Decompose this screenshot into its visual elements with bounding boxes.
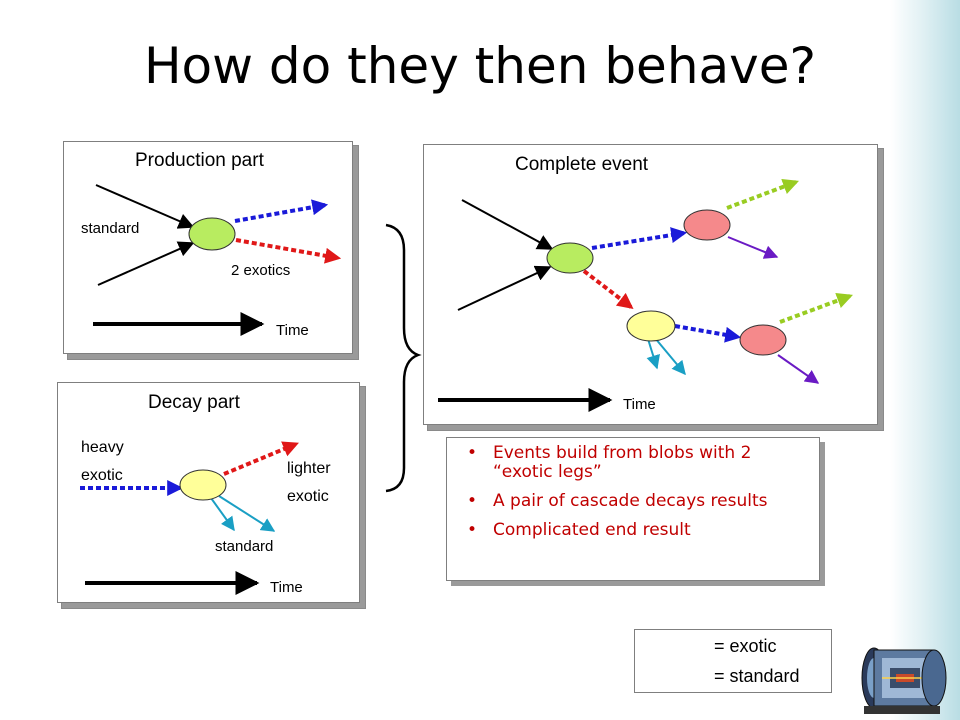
decay-standard-1 [210, 497, 235, 532]
complete-box [423, 144, 878, 425]
detector-icon [861, 647, 947, 714]
legend-standard-label: = standard [714, 666, 800, 686]
decay-time-label: Time [270, 579, 303, 596]
event-standard-purple-1 [727, 236, 779, 259]
production-standard-label: standard [81, 220, 140, 237]
event-exotic-red [582, 269, 634, 309]
bullet-item: A pair of cascade decays results [467, 492, 812, 512]
bullet-list: Events build from blobs with 2 “exotic l… [467, 444, 812, 550]
decay-standard-label: standard [215, 538, 274, 555]
legend-exotic-label: = exotic [714, 636, 777, 656]
event-blob-yellow [626, 310, 676, 342]
prod-blob [188, 217, 236, 251]
event-blob-red-2 [739, 324, 787, 356]
decay-lighter-line1: lighter [287, 460, 331, 477]
decay-standard-2 [218, 495, 276, 532]
side-gradient [890, 0, 960, 720]
event-exotic-green-1 [726, 179, 799, 210]
decay-heavy-line2: exotic [81, 467, 123, 484]
decay-lighter-exotic [223, 441, 299, 476]
decay-heavy-line1: heavy [81, 439, 124, 456]
prod-incoming-bottom [97, 241, 195, 286]
production-title: Production part [135, 150, 264, 171]
bullet-item: Events build from blobs with 2 “exotic l… [467, 444, 812, 482]
complete-title: Complete event [515, 154, 649, 175]
event-incoming-bottom [457, 265, 552, 311]
prod-exotic-blue [234, 199, 329, 223]
legend-box: = exotic = standard [634, 629, 832, 693]
prod-exotic-red [235, 238, 342, 264]
event-exotic-green-2 [779, 292, 853, 324]
grouping-bracket [385, 223, 422, 493]
bullet-item: Complicated end result [467, 521, 812, 541]
prod-incoming-top [95, 184, 195, 229]
event-standard-cyan-1 [646, 338, 660, 370]
production-time-label: Time [276, 322, 309, 339]
decay-lighter-exotic-label: lighter exotic [287, 455, 331, 511]
complete-time-label: Time [623, 396, 656, 413]
event-standard-cyan-2 [654, 337, 686, 376]
event-blob-green [546, 242, 594, 274]
production-exotics-label: 2 exotics [231, 262, 291, 279]
event-incoming-top [461, 199, 554, 250]
event-exotic-blue-2 [674, 324, 742, 343]
production-box [63, 141, 353, 354]
bullets-box: Events build from blobs with 2 “exotic l… [446, 437, 820, 581]
decay-blob [179, 469, 227, 501]
event-standard-purple-2 [777, 354, 820, 384]
slide-title: How do they then behave? [143, 37, 817, 95]
decay-title: Decay part [148, 392, 240, 413]
decay-heavy-exotic-label: heavy exotic [81, 434, 124, 490]
event-blob-red-1 [683, 209, 731, 241]
decay-lighter-line2: exotic [287, 488, 329, 505]
event-exotic-blue-1 [591, 227, 688, 250]
